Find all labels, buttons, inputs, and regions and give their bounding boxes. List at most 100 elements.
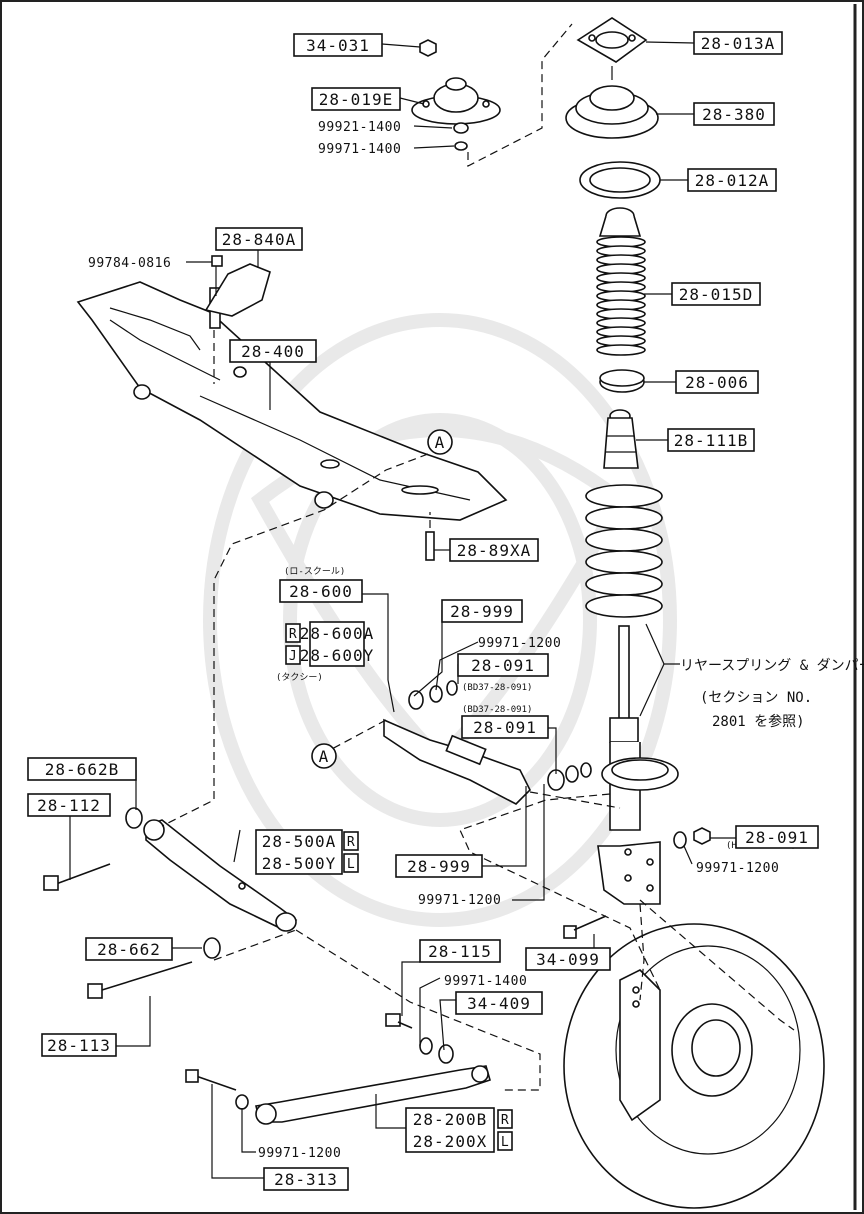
part-box-28-012a	[687, 168, 777, 192]
part-box-28-091-c	[735, 825, 819, 849]
part-box-28-015d	[671, 282, 761, 306]
dashed-guides	[161, 23, 795, 1091]
ref-bottom: (タクシー)	[276, 672, 323, 683]
bellows-ring	[596, 344, 646, 356]
coil-turn	[585, 506, 663, 530]
part-box-28-662b	[27, 757, 137, 781]
part-label-28-019e: 28-019E	[319, 90, 393, 109]
side-box-l2	[343, 853, 359, 873]
code-99921-1400: 99921-1400	[318, 120, 401, 135]
side-j1: J	[289, 649, 297, 664]
code-99971-1200-a: 99971-1200	[478, 636, 561, 651]
trailing-arm	[43, 807, 298, 999]
part-label-28-115: 28-115	[428, 942, 492, 961]
lateral-link-upper	[383, 680, 592, 805]
coil-turn	[585, 572, 663, 596]
part-label-28-662: 28-662	[97, 940, 161, 959]
part-box-28-840a	[215, 227, 303, 251]
part-box-28-600a-y	[309, 621, 365, 667]
part-box-28-091-a	[457, 653, 549, 677]
side-box-r3	[497, 1109, 513, 1129]
part-label-34-409: 34-409	[467, 994, 531, 1013]
part-label-28-091-b: 28-091	[473, 718, 537, 737]
side-r2: R	[347, 835, 355, 850]
part-label-28-313: 28-313	[274, 1170, 338, 1189]
ref-a: (BD37-28-091)	[462, 683, 532, 693]
code-99971-1400-mid: 99971-1400	[444, 974, 527, 989]
part-box-28-091-b	[461, 715, 549, 739]
note-line-1: リヤースプリング & ダンパー	[680, 658, 864, 674]
part-box-28-999-top	[441, 599, 523, 623]
part-label-28-006: 28-006	[685, 373, 749, 392]
part-box-28-006	[675, 370, 759, 394]
part-label-28-840a: 28-840A	[222, 230, 296, 249]
coil-turn	[585, 550, 663, 574]
coil-turn	[585, 528, 663, 552]
part-label-28-200x: 28-200X	[413, 1132, 487, 1151]
leader-lines	[69, 41, 736, 1179]
part-box-28-380	[693, 102, 775, 126]
part-labels: 34-031 28-019E 99921-1400 99971-1400 28-…	[27, 31, 819, 1191]
part-box-28-019e	[311, 87, 401, 111]
wheel-hub	[563, 923, 825, 1209]
crossmember	[76, 255, 508, 561]
code-99971-1400-top: 99971-1400	[318, 142, 401, 157]
coil-turn	[585, 484, 663, 508]
part-label-28-500y: 28-500Y	[262, 854, 336, 873]
part-label-28-091-c: 28-091	[745, 828, 809, 847]
part-box-28-200b-x	[405, 1107, 495, 1153]
side-r3: R	[501, 1113, 509, 1128]
part-label-28-113: 28-113	[47, 1036, 111, 1055]
part-box-28-662	[85, 937, 173, 961]
marker-a-top	[427, 429, 453, 455]
marker-a-top-label: A	[435, 433, 446, 452]
part-box-28-115	[419, 939, 501, 963]
side-box-r1	[285, 623, 301, 643]
side-box-l3	[497, 1131, 513, 1151]
part-box-28-111b	[667, 428, 755, 452]
part-box-28-013a	[693, 31, 783, 55]
part-label-28-400: 28-400	[241, 342, 305, 361]
code-99971-1200-d: 99971-1200	[258, 1146, 341, 1161]
section-note: リヤースプリング & ダンパー (セクション NO. 2801 を参照)	[680, 658, 864, 730]
part-label-28-091-a: 28-091	[471, 656, 535, 675]
part-label-28-999-bot: 28-999	[407, 857, 471, 876]
reference-markers: A A	[311, 429, 453, 769]
part-box-28-313	[263, 1167, 349, 1191]
side-l2: L	[347, 857, 355, 872]
strut-assembly	[565, 17, 679, 905]
part-label-28-012a: 28-012A	[695, 171, 769, 190]
ref-top: (ロ-スクール)	[284, 566, 345, 577]
part-box-34-099	[525, 947, 611, 971]
note-line-2: (セクション NO.	[700, 690, 812, 706]
top-mount-parts	[411, 39, 501, 151]
part-label-28-111b: 28-111B	[674, 431, 748, 450]
part-label-28-600y: 28-600Y	[300, 646, 374, 665]
side-l3: L	[501, 1135, 509, 1150]
part-label-28-013a: 28-013A	[701, 34, 775, 53]
part-box-28-600	[279, 579, 363, 603]
code-99971-1200-b: 99971-1200	[418, 893, 501, 908]
part-box-34-409	[455, 991, 543, 1015]
code-99971-1200-c: 99971-1200	[696, 861, 779, 876]
part-label-34-031: 34-031	[306, 36, 370, 55]
coil-turn	[585, 594, 663, 618]
part-box-34-031	[293, 33, 383, 57]
ref-b: (BD37-28-091)	[462, 705, 532, 715]
part-label-28-200b: 28-200B	[413, 1110, 487, 1129]
part-box-28-999-bot	[395, 854, 483, 878]
part-label-28-112: 28-112	[37, 796, 101, 815]
side-box-j1	[285, 645, 301, 665]
part-box-28-112	[27, 793, 111, 817]
note-line-3: 2801 を参照)	[712, 713, 805, 730]
part-label-28-380: 28-380	[702, 105, 766, 124]
part-label-28-600: 28-600	[289, 582, 353, 601]
part-box-28-89xa	[449, 538, 539, 562]
part-box-28-113	[41, 1033, 117, 1057]
part-label-28-662b: 28-662B	[45, 760, 119, 779]
part-label-28-500a: 28-500A	[262, 832, 336, 851]
marker-a-bottom-label: A	[319, 747, 330, 766]
part-box-28-400	[229, 339, 317, 363]
